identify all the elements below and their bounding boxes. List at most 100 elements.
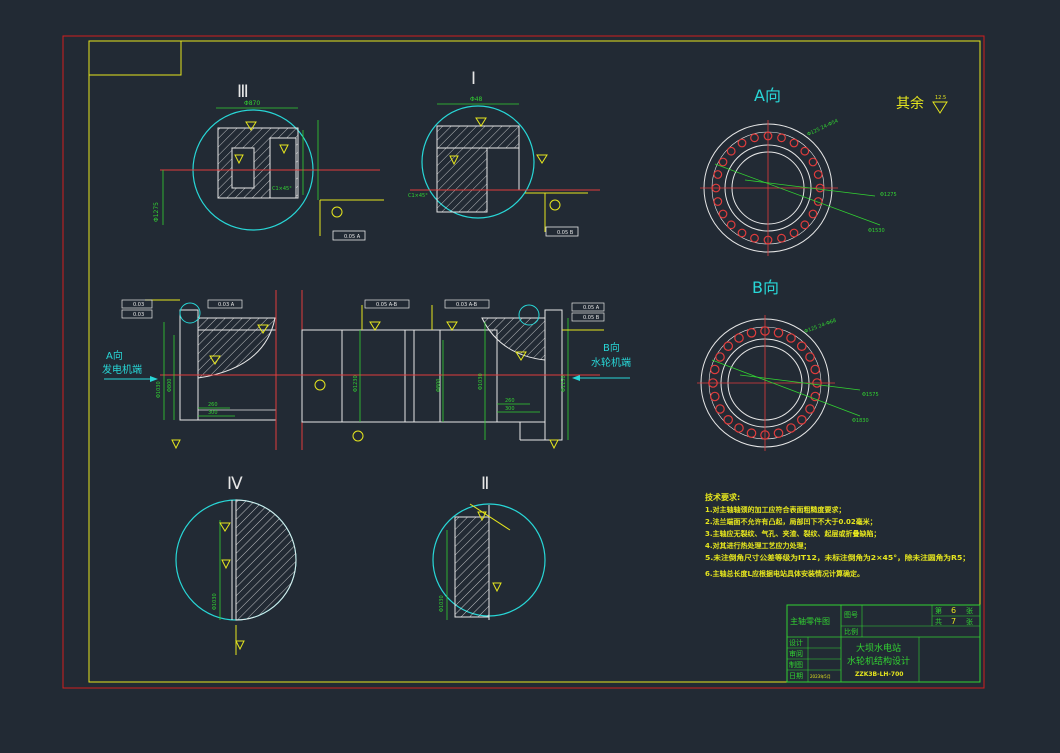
left-flange: [179, 309, 199, 421]
roughness-mark-shaft-e: [515, 351, 527, 361]
view-b-bolt-hole: [773, 428, 784, 438]
view-b-bolt-hole: [810, 364, 820, 375]
view-a-bolt-hole: [813, 197, 823, 206]
roughness-note-symbol: [932, 101, 948, 114]
roughness-mark-iii-b: [234, 154, 244, 165]
dim-b-outer: Φ1830: [852, 418, 869, 424]
view-a-bolt-hole: [808, 209, 818, 219]
roughness-mark-shaft-g: [549, 439, 559, 450]
notes-heading: 技术要求:: [705, 492, 740, 502]
tolerance-1: 0.03: [133, 302, 144, 308]
dim-main-d3: Φ1230: [353, 375, 359, 392]
view-a: A向 Φ125 24-Φ54 Φ1275 Φ1530: [700, 86, 897, 256]
tb-total-no: 7: [951, 617, 956, 626]
roughness-note: 其余 12.5: [896, 95, 948, 114]
tb-sheet-no: 6: [951, 606, 956, 615]
tolerance-frame-iii: [332, 230, 366, 241]
detail-iv-hatch: [235, 499, 297, 621]
tolerance-5: 0.03 A-B: [456, 302, 478, 308]
tb-drawing-no-label: 图号: [844, 611, 858, 619]
view-a-bolt-hole: [789, 138, 799, 148]
tolerance-iii: 0.05 A: [344, 234, 361, 240]
roughness-mark-i-b: [449, 155, 459, 166]
detail-i-label: Ⅰ: [471, 69, 476, 89]
tol-frame-3: [364, 299, 410, 309]
view-a-bolt-hole: [726, 220, 736, 230]
view-b: B向 Φ125 24-Φ68 Φ1575 Φ1830: [697, 278, 879, 451]
view-b-label: B向: [752, 278, 779, 297]
view-b-bolt-hole: [715, 352, 725, 362]
dim-b-pcd: Φ1575: [862, 392, 879, 398]
roughness-mark-ii-b: [492, 582, 502, 593]
detail-iii-groove-left: [231, 147, 255, 189]
tb-date-label: 日期: [789, 672, 803, 680]
detail-ii-label: Ⅱ: [481, 474, 489, 494]
view-b-bolt-hole: [715, 404, 725, 414]
dim-a-pcd: Φ1275: [880, 192, 897, 198]
tb-drawing-name: 主轴零件图: [790, 616, 830, 626]
view-b-bolt-hole: [734, 333, 744, 343]
view-a-bolt-hole: [718, 209, 728, 219]
notes-line-5: 5.未注倒角尺寸公差等级为IT12，未标注倒角为2×45°，除未注圆角为R5；: [705, 553, 970, 562]
view-a-label: A向: [754, 86, 781, 105]
tb-design-label: 设计: [789, 638, 803, 647]
roughness-mark-i-a: [475, 117, 487, 127]
view-b-bolt-hole: [796, 341, 807, 351]
view-b-bolt-hole: [805, 352, 815, 362]
label-a-dir: A向: [106, 349, 123, 362]
notes-line-3: 3.主轴应无裂纹、气孔、夹渣、裂纹、起层或折叠缺陷；: [705, 529, 881, 538]
tb-subject: 水轮机结构设计: [847, 655, 910, 667]
datum-marker-iii: [331, 206, 343, 218]
detail-i-hatch-bottom: [436, 147, 488, 213]
datum-marker-i: [549, 199, 561, 211]
label-b-dir: B向: [603, 341, 620, 354]
tolerance-3: 0.05 A-B: [376, 302, 398, 308]
tb-sheet-label: 第: [935, 606, 942, 615]
left-flange-hatch: [197, 317, 276, 379]
detail-iii: Ⅲ Φ870 Φ1275 C1×45° 0.05 A: [153, 82, 384, 241]
tolerance-i: 0.05 B: [557, 230, 574, 236]
dim-main-d4: Φ800: [436, 379, 442, 392]
tb-review-label: 审阅: [789, 649, 803, 658]
dim-main-d2: Φ800: [167, 379, 173, 392]
view-b-bolt-hole: [796, 414, 807, 425]
view-a-bolt-hole: [726, 146, 736, 156]
technical-notes: 技术要求: 1.对主轴轴颈的加工应符合表面粗糙度要求； 2.法兰端面不允许有凸起…: [705, 492, 970, 578]
datum-marker-left: [314, 379, 326, 391]
view-a-bolt-hole: [718, 157, 728, 167]
roughness-mark-iii-a: [245, 121, 257, 131]
view-a-bolt-hole: [789, 228, 799, 238]
detail-i-hatch-top: [436, 125, 520, 149]
corner-box: [88, 40, 182, 76]
view-a-bolt-hole: [800, 146, 810, 156]
tb-scale-label: 比例: [844, 627, 858, 636]
tolerance-4: 0.03: [133, 312, 144, 318]
tol-frame-6: [571, 302, 605, 312]
tol-frame-7: [571, 312, 605, 322]
dim-a-bolt: Φ125 24-Φ54: [806, 118, 839, 138]
outer-border: [62, 35, 985, 689]
roughness-note-value: 12.5: [935, 95, 946, 101]
detail-ii: Ⅱ Φ1030: [432, 474, 546, 620]
tb-date-value: 2023年5月: [810, 673, 831, 679]
view-b-bolt-hole: [723, 341, 733, 351]
view-a-bolt-hole: [813, 170, 823, 179]
view-a-bolt-hole: [750, 133, 759, 143]
tolerance-6: 0.05 A: [583, 305, 600, 311]
roughness-mark-i-c: [536, 154, 548, 164]
dim-main-d1: Φ1030: [156, 381, 162, 398]
tb-sheet-unit: 张: [966, 606, 973, 615]
arrow-b-dir: [572, 375, 580, 381]
view-a-bolt-hole: [800, 220, 810, 230]
notes-line-1: 1.对主轴轴颈的加工应符合表面粗糙度要求；: [705, 505, 846, 514]
dim-ii: Φ1030: [439, 595, 445, 612]
dim-iv: Φ1030: [212, 593, 218, 610]
roughness-note-text: 其余: [896, 95, 924, 112]
tolerance-2: 0.03 A: [218, 302, 235, 308]
notes-line-4: 4.对其进行热处理工艺应力处理；: [705, 541, 811, 550]
label-turbine-end: 水轮机端: [591, 356, 631, 369]
tol-frame-2: [207, 299, 243, 309]
detail-iii-label: Ⅲ: [237, 82, 249, 102]
tol-frame-4: [121, 309, 153, 319]
tolerance-frame-i: [545, 226, 579, 237]
